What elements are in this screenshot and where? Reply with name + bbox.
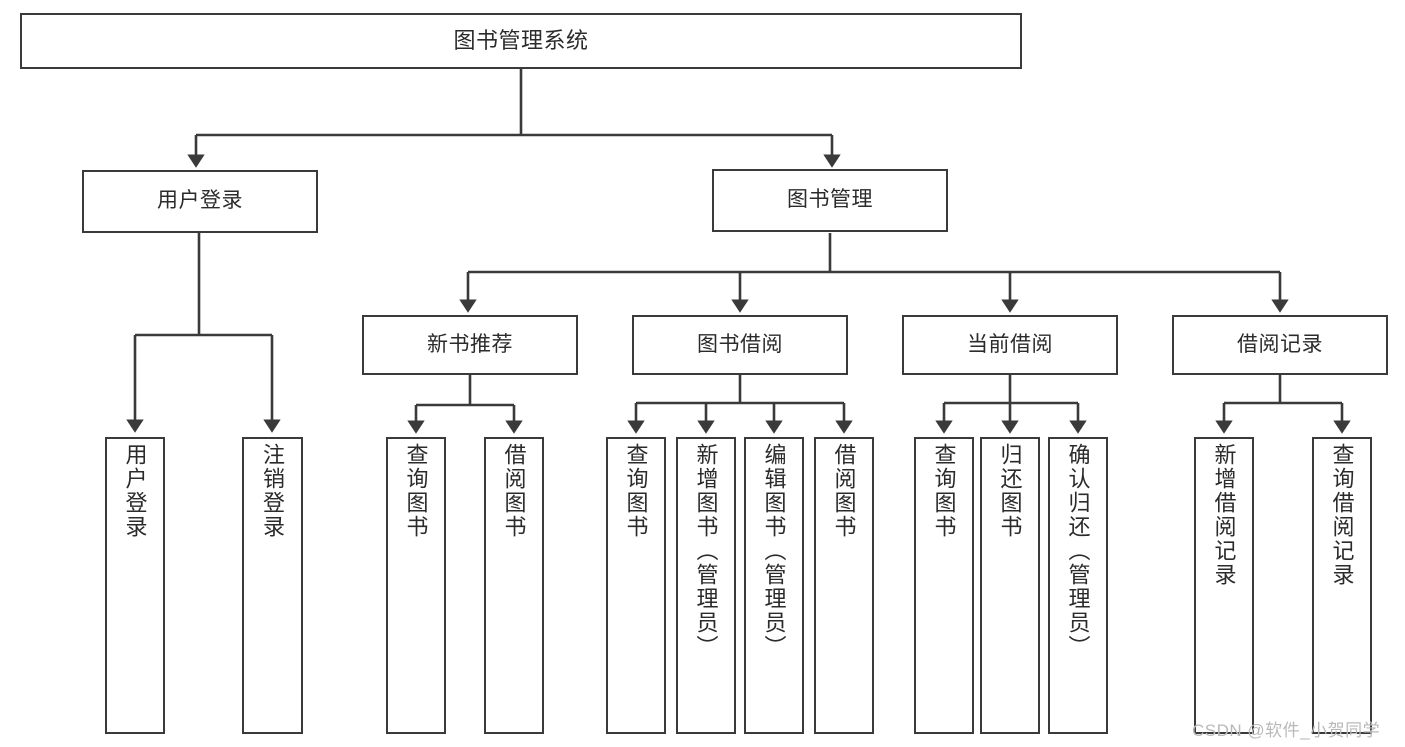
leaf-book-borrow-add[interactable]: 新增图书（管理员） — [676, 437, 736, 734]
node-label: 归还图书 — [997, 443, 1023, 539]
leaf-user-login-login[interactable]: 用户登录 — [105, 437, 165, 734]
leaf-current-borrow-query[interactable]: 查询图书 — [914, 437, 974, 734]
node-label: 当前借阅 — [967, 332, 1053, 356]
node-label: 用户登录 — [157, 189, 243, 213]
node-borrow-record[interactable]: 借阅记录 — [1172, 315, 1388, 375]
leaf-new-book-query[interactable]: 查询图书 — [386, 437, 446, 734]
node-label: 查询借阅记录 — [1329, 443, 1355, 587]
node-label: 图书管理 — [787, 188, 873, 212]
csdn-watermark: CSDN @软件_小贺同学 — [1192, 721, 1381, 740]
leaf-book-borrow-borrow[interactable]: 借阅图书 — [814, 437, 874, 734]
node-book-management[interactable]: 图书管理 — [712, 169, 948, 232]
node-label: 新增借阅记录 — [1211, 443, 1237, 587]
node-label: 借阅记录 — [1237, 332, 1323, 356]
node-label: 图书借阅 — [697, 332, 783, 356]
node-label: 借阅图书 — [831, 443, 857, 539]
node-root-system[interactable]: 图书管理系统 — [20, 13, 1022, 69]
leaf-current-borrow-confirm-return[interactable]: 确认归还（管理员） — [1048, 437, 1108, 734]
node-label: 查询图书 — [403, 443, 429, 539]
leaf-book-borrow-query[interactable]: 查询图书 — [606, 437, 666, 734]
leaf-borrow-record-query[interactable]: 查询借阅记录 — [1312, 437, 1372, 734]
node-label: 用户登录 — [122, 443, 148, 539]
node-new-book-recommend[interactable]: 新书推荐 — [362, 315, 578, 375]
node-label: 新增图书（管理员） — [693, 443, 719, 659]
leaf-book-borrow-edit[interactable]: 编辑图书（管理员） — [744, 437, 804, 734]
leaf-new-book-borrow[interactable]: 借阅图书 — [484, 437, 544, 734]
node-label: 确认归还（管理员） — [1065, 443, 1091, 659]
node-label: 新书推荐 — [427, 332, 513, 356]
node-label: 注销登录 — [260, 443, 286, 539]
node-label: 借阅图书 — [501, 443, 527, 539]
node-user-login[interactable]: 用户登录 — [82, 170, 318, 233]
leaf-user-login-logout[interactable]: 注销登录 — [242, 437, 303, 734]
node-label: 图书管理系统 — [453, 27, 589, 53]
node-label: 查询图书 — [931, 443, 957, 539]
leaf-current-borrow-return[interactable]: 归还图书 — [980, 437, 1040, 734]
node-label: 编辑图书（管理员） — [761, 443, 787, 659]
node-current-borrow[interactable]: 当前借阅 — [902, 315, 1118, 375]
leaf-borrow-record-add[interactable]: 新增借阅记录 — [1194, 437, 1254, 734]
node-label: 查询图书 — [623, 443, 649, 539]
node-book-borrow[interactable]: 图书借阅 — [632, 315, 848, 375]
